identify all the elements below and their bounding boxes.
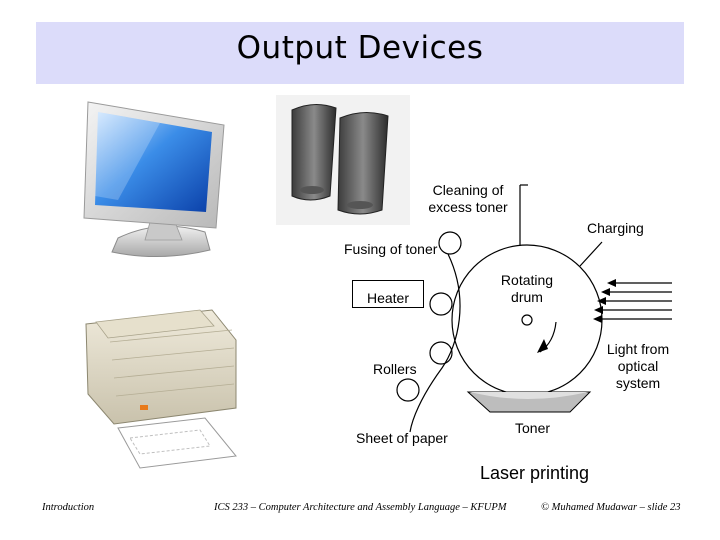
printer-icon <box>74 302 246 469</box>
charging-pointer <box>579 241 603 267</box>
rotation-arrowhead <box>537 339 548 353</box>
toner-tray <box>466 391 592 413</box>
roller-2 <box>396 378 420 402</box>
rotating-drum <box>451 244 603 396</box>
fuser-roller-bottom <box>429 292 453 316</box>
light-arrowheads <box>593 279 616 323</box>
paper-path <box>409 253 461 433</box>
rotating-drum-label: Rotating drum <box>500 272 554 305</box>
toner-label: Toner <box>515 420 551 436</box>
sheet-label: Sheet of paper <box>356 430 448 446</box>
footer-slide: © Muhamed Mudawar – slide 23 <box>541 502 681 513</box>
speakers-icon <box>276 95 410 225</box>
fuser-roller-top <box>438 231 462 255</box>
footer-section: Introduction <box>42 502 95 513</box>
title-bar: Output Devices <box>36 22 684 84</box>
rollers-label: Rollers <box>373 361 417 377</box>
heater-box <box>352 280 424 308</box>
heater-label: Heater <box>366 290 410 306</box>
fusing-label: Fusing of toner <box>344 241 438 257</box>
footer-course: ICS 233 – Computer Architecture and Asse… <box>214 502 507 513</box>
charging-label: Charging <box>587 220 644 236</box>
light-arrows <box>600 282 672 320</box>
page-title: Output Devices <box>236 30 484 66</box>
cleaning-label: Cleaning of excess toner <box>428 182 508 215</box>
caption-label: Laser printing <box>480 463 590 483</box>
monitor-icon <box>83 101 225 257</box>
roller-1 <box>429 341 453 365</box>
light-label: Light from optical system <box>606 341 670 391</box>
drum-axis <box>521 314 533 326</box>
